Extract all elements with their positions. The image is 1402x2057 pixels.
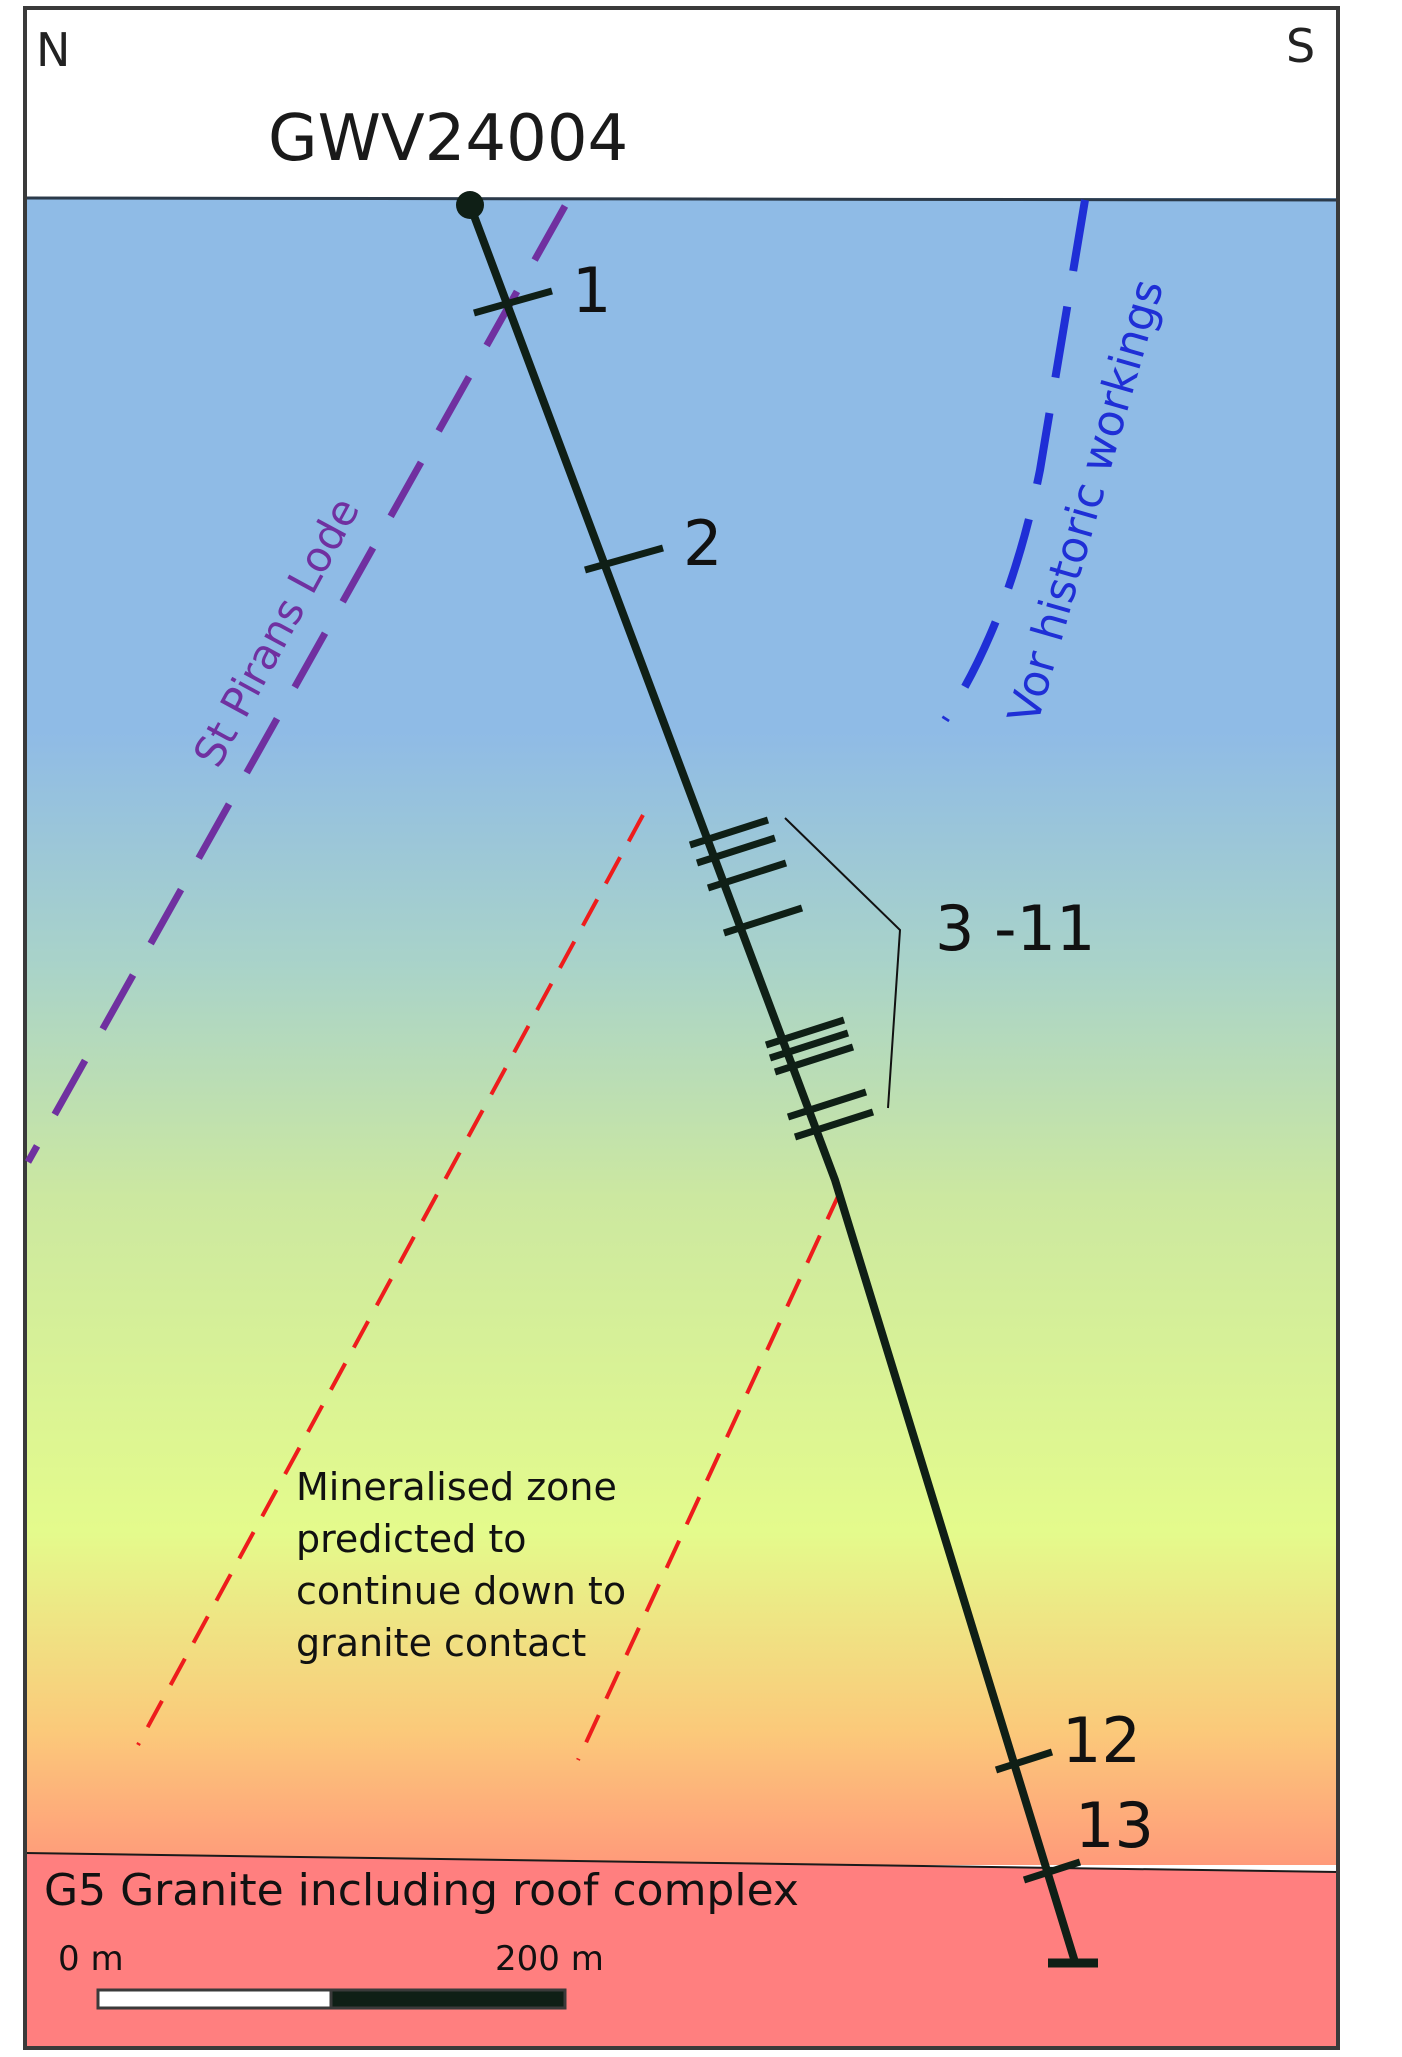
strata-background (25, 198, 1338, 1865)
intercept-label-1: 1 (572, 254, 611, 327)
header-strip (25, 8, 1338, 198)
granite-contact-line (24, 1852, 1339, 1873)
mineralised-zone-lower-line (576, 1191, 842, 1761)
scale-bar-white-segment (96, 1988, 333, 2010)
tick-9 (773, 1043, 855, 1076)
st-pirans-lode-line (24, 204, 569, 1164)
tick-10 (786, 1088, 868, 1121)
tick-13 (1022, 1858, 1082, 1884)
drill-collar (456, 191, 484, 219)
drill-hole-trace (466, 203, 1079, 1964)
tick-8 (768, 1029, 850, 1062)
tick-2 (584, 544, 664, 574)
tick-5 (706, 859, 788, 892)
tick-12 (994, 1748, 1054, 1774)
mineralised-zone-text-4: granite contact (296, 1621, 586, 1665)
tick-4 (695, 834, 777, 867)
mineralised-zone-text-2: predicted to (296, 1517, 527, 1561)
surface-line (24, 196, 1339, 202)
intercept-label-3-11: 3 -11 (935, 892, 1095, 965)
intercept-label-12: 12 (1062, 1704, 1141, 1777)
intercept-3-11-leader (784, 817, 902, 1109)
mineralised-zone-upper-line (136, 814, 645, 1746)
tick-6 (722, 904, 804, 937)
intercept-label-13: 13 (1075, 1789, 1154, 1862)
intercept-label-2: 2 (683, 507, 722, 580)
north-label: N (36, 23, 70, 77)
south-label: S (1286, 19, 1315, 73)
tick-1 (473, 287, 553, 317)
scale-bar: 0 m 200 m (58, 1939, 604, 2010)
tick-11 (793, 1108, 875, 1141)
scale-bar-end-label: 200 m (495, 1939, 604, 1979)
frame (23, 6, 1340, 2050)
scale-bar-black-segment (329, 1988, 567, 2010)
mineralised-zone-text-1: Mineralised zone (296, 1465, 617, 1509)
intercept-ticks (473, 287, 1082, 1884)
tick-3 (688, 816, 770, 849)
hole-name: GWV24004 (268, 102, 628, 176)
mineralised-zone-text-3: continue down to (296, 1569, 626, 1613)
scale-bar-start-label: 0 m (58, 1939, 124, 1979)
tick-7 (764, 1016, 846, 1049)
granite-label: G5 Granite including roof complex (44, 1865, 799, 1916)
